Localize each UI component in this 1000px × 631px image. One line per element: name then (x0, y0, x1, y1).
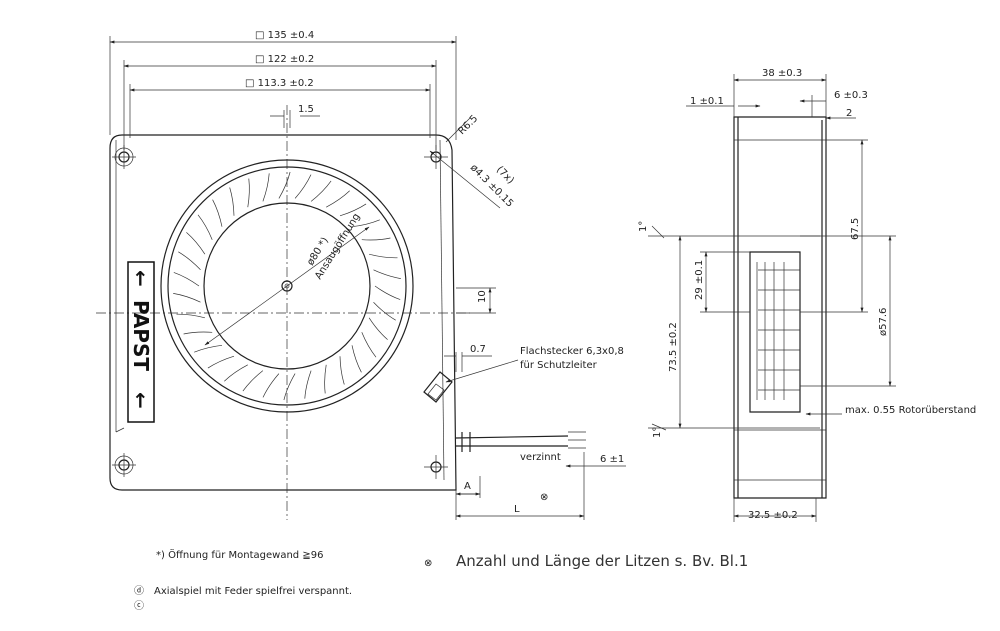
radius-leader (445, 117, 471, 143)
impeller-blade (326, 190, 350, 208)
impeller-blade (247, 178, 250, 208)
side-dim-1deg-bot: 1° (652, 427, 663, 438)
side-dim-67: 67.5 (850, 218, 861, 240)
impeller-blade (351, 219, 380, 228)
dim-122: □ 122 ±0.2 (255, 54, 314, 65)
note-2-marker: ⊗ (424, 558, 432, 569)
front-view: ø80 *) Ansaugöffnung □ 135 ±0.4 □ 122 ±0… (96, 30, 626, 520)
connector-label-2: für Schutzleiter (520, 360, 598, 371)
impeller-blade (351, 345, 362, 373)
impeller-blade (373, 269, 401, 279)
side-dim-bottom: 32.5 ±0.2 (748, 510, 798, 521)
impeller-blade (197, 214, 213, 240)
side-dim-57: ø57.6 (878, 308, 889, 336)
impeller-blade (374, 285, 401, 300)
impeller-blade (186, 232, 206, 255)
housing-outline (109, 134, 457, 491)
lead-wires (455, 431, 586, 520)
dim-radius: R6.5 (456, 113, 480, 137)
inlet-circle (203, 202, 371, 370)
notes: *) Öffnung für Montagewand ≧96 ⊗ Anzahl … (134, 548, 748, 612)
impeller-blade (361, 237, 391, 241)
impeller-blade (369, 253, 398, 259)
svg-text:←: ← (129, 392, 153, 409)
side-impeller (749, 251, 801, 413)
impeller-blade (173, 293, 201, 303)
impeller-blade (278, 171, 291, 199)
side-dim-29: 29 ±0.1 (694, 260, 705, 300)
impeller-blade (361, 332, 377, 358)
side-dim-2: 2 (846, 108, 852, 119)
holes-leader (429, 150, 501, 209)
side-view: 38 ±0.3 6 ±0.3 1 ±0.1 2 73.5 ±0.2 29 ±0.… (638, 68, 976, 522)
impeller-blade (224, 364, 248, 382)
impeller-blade (178, 251, 201, 271)
housing-ring-outer (160, 159, 414, 413)
dim-L: L (514, 504, 520, 515)
note-opening: *) Öffnung für Montagewand ≧96 (156, 548, 323, 561)
housing-right-inner (439, 139, 445, 481)
impeller-blade (373, 301, 396, 321)
impeller-blade (242, 370, 264, 392)
dim-113: □ 113.3 ±0.2 (245, 78, 314, 89)
side-housing-bands (734, 139, 826, 481)
impeller-blades (173, 171, 401, 401)
side-dim-1: 1 ±0.1 (690, 96, 724, 107)
impeller-blade (194, 344, 223, 353)
connector-label-1: Flachstecker 6,3x0,8 (520, 346, 624, 357)
mounting-holes (112, 145, 448, 479)
svg-text:PAPST: PAPST (129, 300, 153, 371)
side-dim-73: 73.5 ±0.2 (668, 322, 679, 372)
dim-1-5: 1.5 (298, 104, 314, 115)
side-housing-inner (737, 117, 823, 498)
impeller-blade (324, 364, 327, 394)
dim-135: □ 135 ±0.4 (255, 30, 314, 41)
housing-ring-inner (167, 166, 407, 406)
side-dim-38: 38 ±0.3 (762, 68, 802, 79)
side-dim-1deg-top: 1° (638, 221, 649, 232)
wire-note-marker: ⊗ (540, 492, 548, 503)
wire-dim: 6 ±1 (600, 454, 624, 465)
inlet-diameter-line (204, 226, 370, 346)
dim-tab: 0.7 (470, 344, 486, 355)
connector-tab (423, 352, 492, 403)
wire-label: verzinnt (520, 452, 561, 463)
dim-10: 10 (477, 290, 488, 303)
impeller-blade (310, 180, 332, 202)
impeller-blade (176, 313, 205, 319)
impeller-blade (173, 272, 200, 287)
note-3-marker: ⓓ (134, 585, 144, 597)
impeller-blade (304, 370, 312, 399)
note-4-marker: ⓒ (134, 600, 144, 612)
side-impeller-detail (756, 262, 800, 400)
papst-logo: ← PAPST ← (127, 261, 155, 423)
rotor-note: max. 0.55 Rotorüberstand (845, 405, 976, 416)
impeller-blade (262, 373, 280, 398)
impeller-blade (339, 356, 345, 385)
impeller-blade (339, 203, 367, 217)
note-axial: Axialspiel mit Feder spielfrei verspannt… (154, 586, 352, 597)
impeller-blade (283, 373, 296, 401)
impeller-blade (212, 199, 223, 227)
housing-inner-edge (115, 140, 125, 433)
impeller-blade (294, 174, 312, 199)
impeller-blade (229, 187, 235, 216)
side-dim-6: 6 ±0.3 (834, 90, 868, 101)
impeller-blade (183, 331, 213, 335)
impeller-blade (262, 173, 270, 202)
side-housing (733, 116, 827, 499)
impeller-blade (207, 355, 235, 369)
side-impeller-bounds (742, 235, 820, 429)
impeller-blade (368, 317, 388, 340)
ext-lines-outer (109, 36, 457, 140)
dim-A: A (464, 481, 471, 492)
svg-text:←: ← (129, 270, 153, 287)
note-wires: Anzahl und Länge der Litzen s. Bv. Bl.1 (456, 552, 748, 570)
